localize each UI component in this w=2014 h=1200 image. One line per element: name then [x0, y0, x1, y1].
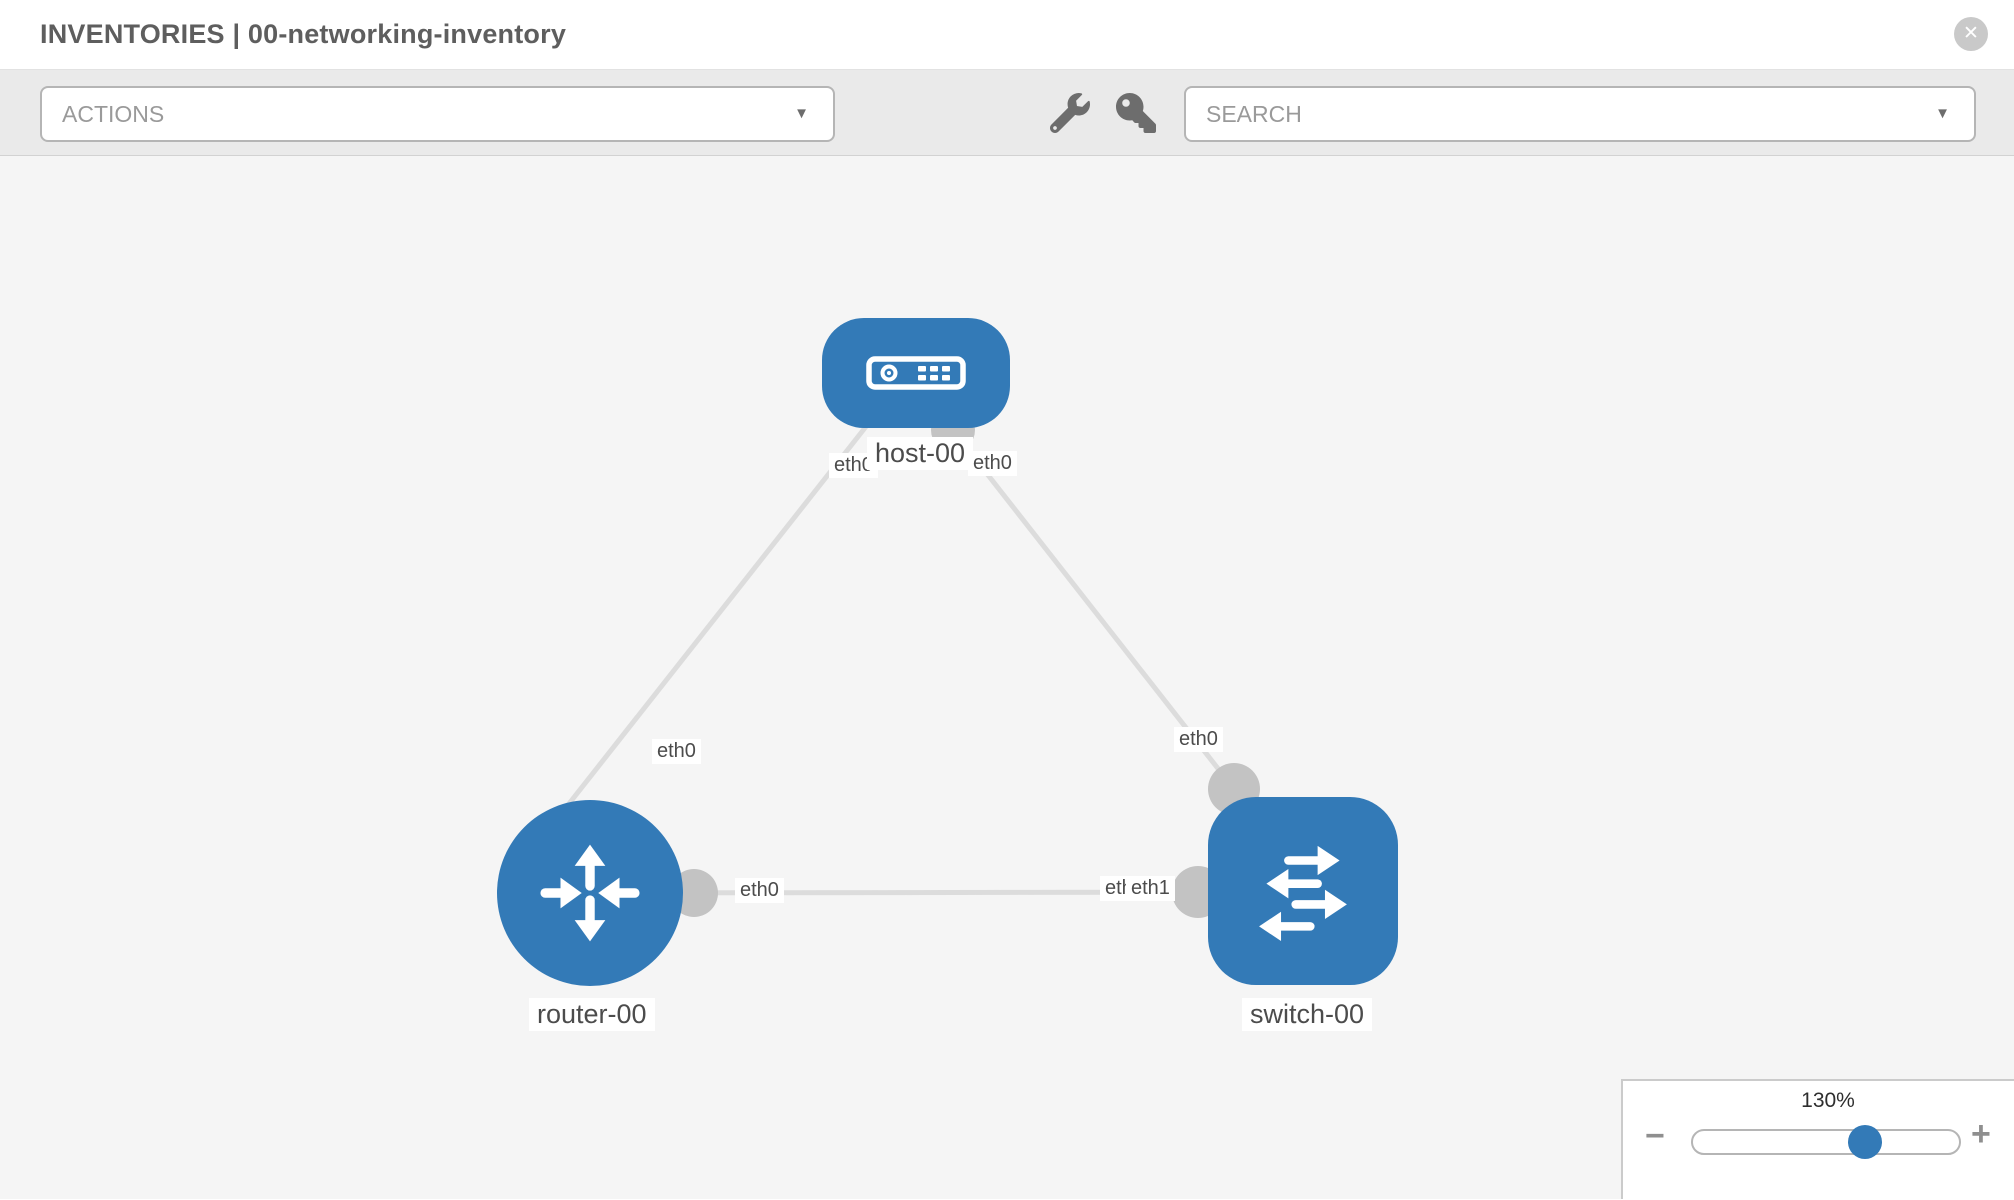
host-icon: [866, 356, 966, 390]
node-label-switch: switch-00: [1242, 998, 1373, 1031]
interface-label: eth0: [968, 451, 1017, 476]
header: INVENTORIES | 00-networking-inventory ✕: [0, 0, 2014, 70]
zoom-slider-track[interactable]: [1691, 1129, 1961, 1155]
node-label-host: host-00: [867, 437, 974, 470]
chevron-down-icon: ▼: [794, 105, 809, 122]
search-dropdown-label: SEARCH: [1206, 101, 1302, 127]
zoom-out-button[interactable]: −: [1645, 1117, 1665, 1155]
router-icon: [540, 844, 640, 942]
interface-label: eth0: [735, 878, 784, 903]
actions-dropdown[interactable]: ACTIONS ▼: [40, 86, 835, 142]
zoom-slider-thumb[interactable]: [1848, 1125, 1882, 1159]
zoom-control-panel: 130% − +: [1621, 1079, 2014, 1199]
wrench-icon[interactable]: [1049, 93, 1090, 134]
node-label-router: router-00: [529, 998, 655, 1031]
node-host-00[interactable]: [822, 318, 1010, 428]
zoom-level-value: 130%: [1801, 1089, 1855, 1112]
search-dropdown[interactable]: SEARCH ▼: [1184, 86, 1976, 142]
node-router-00[interactable]: [497, 800, 683, 986]
links-layer: [551, 408, 1304, 918]
node-switch-00[interactable]: [1208, 797, 1398, 985]
interface-label: eth0: [652, 739, 701, 764]
actions-dropdown-label: ACTIONS: [62, 101, 165, 127]
link-host-router[interactable]: [551, 422, 870, 826]
page-title: INVENTORIES | 00-networking-inventory: [40, 19, 567, 49]
close-icon[interactable]: ✕: [1954, 17, 1988, 51]
interface-label: eth1: [1126, 876, 1175, 901]
zoom-in-button[interactable]: +: [1971, 1115, 1991, 1153]
interface-label: eth0: [1174, 727, 1223, 752]
chevron-down-icon: ▼: [1935, 105, 1950, 122]
switch-icon: [1259, 845, 1347, 942]
key-icon[interactable]: [1116, 93, 1156, 133]
toolbar: ACTIONS ▼ SEARCH ▼: [0, 70, 2014, 156]
topology-canvas[interactable]: eth0 eth0 eth0 eth0 eth0 eth1 eth1 host-…: [0, 156, 2014, 1199]
